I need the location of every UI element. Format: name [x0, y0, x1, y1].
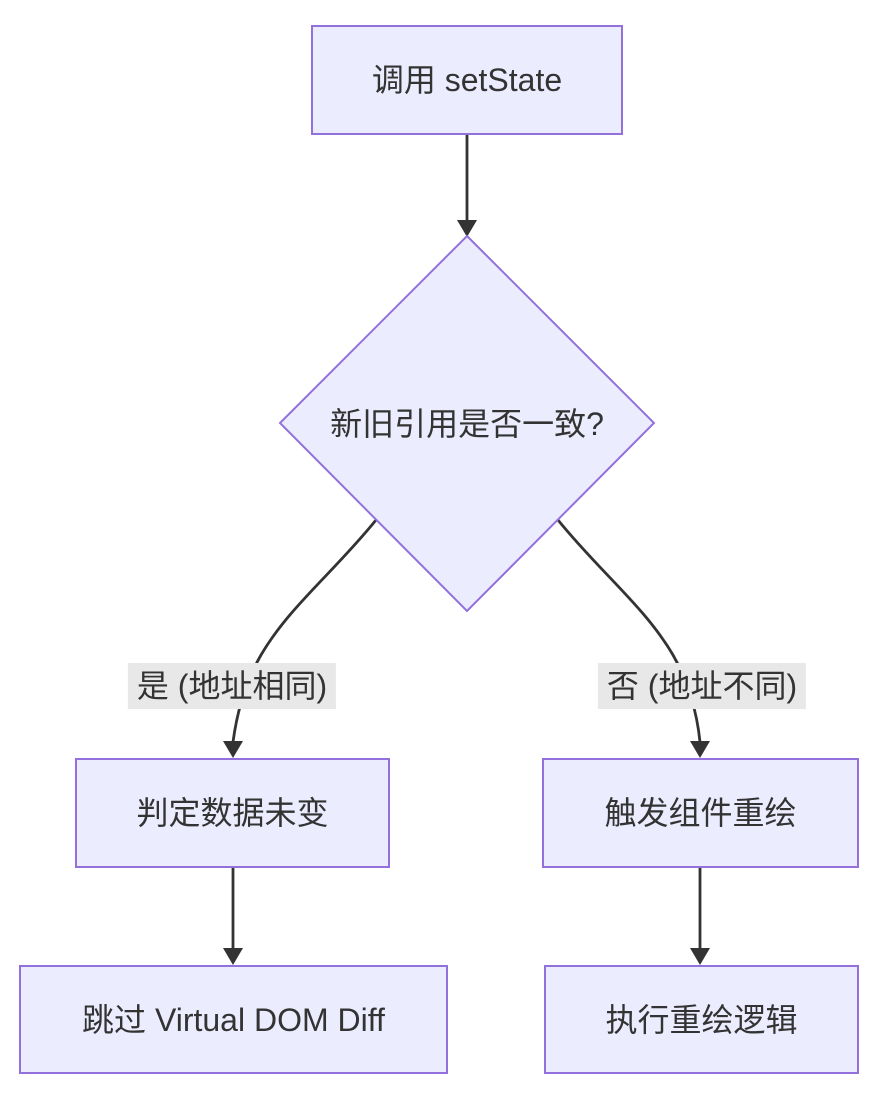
- node-shape-data-unchanged: [75, 758, 390, 868]
- node-shape-ref-check-diamond: [278, 234, 656, 613]
- edge-label-no-different-address: 否 (地址不同): [597, 663, 807, 709]
- arrowhead-unchanged-to-skipdiff: [223, 948, 243, 965]
- node-shape-skip-vdom-diff: [19, 965, 448, 1074]
- arrowhead-check-to-unchanged: [223, 741, 243, 758]
- node-shape-call-setstate: [311, 25, 623, 135]
- node-layer: [19, 25, 859, 1074]
- node-shape-trigger-rerender: [542, 758, 859, 868]
- node-shape-run-rerender-logic: [544, 965, 859, 1074]
- edge-label-yes-same-address: 是 (地址相同): [127, 663, 337, 709]
- arrowhead-setstate-to-check: [457, 220, 477, 237]
- arrowhead-check-to-rerender: [690, 741, 710, 758]
- arrowhead-rerender-to-logic: [690, 948, 710, 965]
